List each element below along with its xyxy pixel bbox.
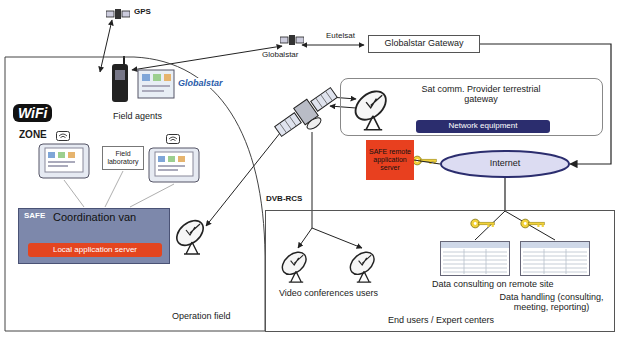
globalstar-terminal [142,85,170,87]
node-text: Sat comm. Provider terrestrial gateway [411,85,551,105]
gps-link [298,228,312,248]
globalstar-terminal [142,74,150,81]
end-users-box: End users / Expert centers [265,210,615,332]
wifi-link [64,171,174,207]
wifi-link [105,171,123,207]
gps-link [330,106,356,108]
gps-link [302,45,364,46]
gps-link [206,128,284,226]
relay-satellite [280,91,333,133]
data-screen [441,242,590,276]
globalstar-terminal [112,64,128,102]
wifi-logo: WiFi [13,104,52,122]
node-text: Globalstar Gateway [384,39,463,49]
van-box: SAFE Coordination vanLocal application se… [18,208,170,264]
dish-antenna [350,86,391,130]
group-label: Video conferences users [279,288,378,298]
security-key [521,219,544,228]
node-text: SAFE [24,212,45,221]
satellite-icon [280,35,304,45]
gps-link [132,46,282,70]
node-text: Internet [490,159,521,169]
data-screen [441,242,510,276]
operation-field-region: Operation field Field laboratorySAFE Coord… [4,56,267,332]
internet-cloud-outline [441,151,569,177]
gps-link [312,228,362,248]
link-label: DVB-RCS [266,194,302,203]
remote-server-box: SAFE remote application server [366,140,414,180]
globalstar-terminal [112,56,174,102]
gateway-box: Globalstar Gateway [368,35,480,53]
security-key [471,219,494,228]
wifi-link [130,184,174,207]
globalstar-terminal [142,90,164,92]
connector [504,178,505,210]
globalstar-terminal [164,74,171,81]
group-label: Field agents [113,111,162,121]
operation-field-region-outline [5,57,265,331]
group-label: Data handling (consulting, meeting, repo… [488,292,615,313]
field-agent-pda [167,135,180,144]
provider-box: Sat comm. Provider terrestrial gatewayNe… [340,78,603,136]
field-agent-pda [39,132,199,183]
dish-antenna [172,86,391,283]
data-link [505,211,555,240]
gps-link [100,20,112,72]
node-text: Coordination van [53,211,136,223]
data-screen [521,242,590,276]
satellite-name: GPS [134,7,151,16]
dish-antenna [278,248,310,282]
satellite-name: Eutelsat [326,31,355,40]
globalstar-terminal [115,70,125,80]
group-label: Data consulting on remote site [432,279,554,289]
dish-antenna [346,248,378,282]
operation-field-region-outline [4,56,267,332]
node-text: End users / Expert centers [266,316,616,326]
server-bar: Local application server [28,243,162,257]
field-agent-pda [57,132,70,141]
satellite-name: Globalstar [262,50,298,59]
node-text: Local application server [53,246,137,255]
node-text: SAFE remote application server [366,148,414,171]
globalstar-terminal [153,74,161,81]
internet-cloud: Internet [440,150,570,178]
relay-satellite [305,116,323,132]
equipment-bar: Network equipment [416,120,550,133]
lab-box: Field laboratory [102,146,144,170]
field-agent-pda [149,148,199,182]
node-text: Network equipment [449,122,518,131]
gps-link [312,132,313,228]
wifi-logo: ZONE [19,129,47,141]
globalstar-terminal [138,70,174,98]
data-link [475,211,555,240]
satellite-icon [106,9,130,19]
relay-satellite [272,84,344,146]
wifi-link [64,180,84,207]
node-text: Field laboratory [103,150,143,165]
connector [414,160,440,164]
field-agent-pda [39,144,89,178]
node-text: Operation field [172,312,231,322]
brand-logo: Globalstar [178,78,223,88]
dish-antenna [172,216,208,254]
connector [480,44,611,164]
